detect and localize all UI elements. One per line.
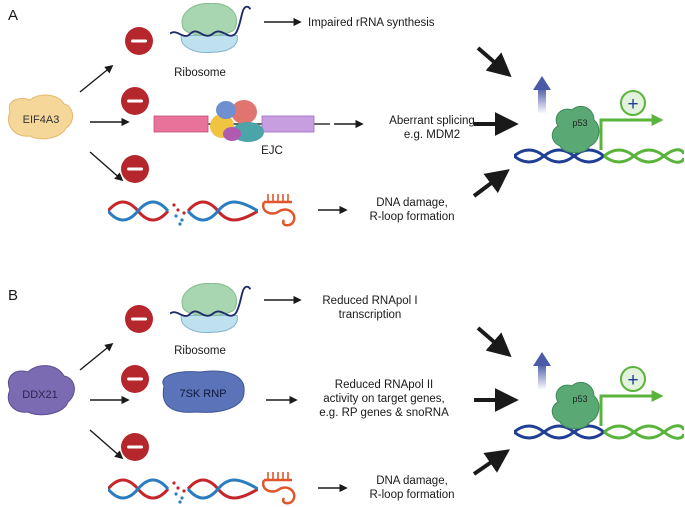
plus-icon bbox=[620, 90, 646, 116]
outcome-rnapol1-1: Reduced RNApol I bbox=[322, 295, 417, 307]
outcome-dna-1b: DNA damage, bbox=[376, 475, 448, 487]
converge-arrow-1a bbox=[476, 46, 512, 78]
promoter-arrow-icon bbox=[599, 390, 664, 426]
arrow-to-dna-a bbox=[89, 151, 124, 182]
arrow-to-dna-b bbox=[89, 429, 124, 460]
outcome-dna-2b: R-loop formation bbox=[369, 489, 454, 501]
plus-icon bbox=[620, 366, 646, 392]
panel-b-letter: B bbox=[8, 287, 18, 304]
7sk-label: 7SK RNP bbox=[179, 388, 226, 400]
ejc-label: EJC bbox=[261, 145, 283, 157]
ddx21-label: DDX21 bbox=[22, 389, 57, 401]
outcome-splicing-1: Aberrant splicing bbox=[389, 115, 475, 127]
arrow-to-ribosome-a bbox=[79, 64, 114, 93]
r-loop-icon bbox=[262, 192, 296, 227]
eif4a3-label: EIF4A3 bbox=[23, 114, 60, 126]
p53-dna-icon bbox=[514, 380, 684, 440]
outcome-rnapol2-2: activity on target genes, bbox=[323, 393, 444, 405]
ribosome-icon bbox=[170, 2, 252, 54]
p53-dna-icon bbox=[514, 104, 684, 164]
outcome-rnapol2-1: Reduced RNApol II bbox=[335, 379, 433, 391]
dna-damage-icon bbox=[108, 478, 258, 504]
inhibit-icon bbox=[121, 365, 149, 393]
converge-arrow-3b bbox=[472, 449, 510, 476]
plus-sign-b: + bbox=[627, 370, 638, 391]
up-arrow-icon bbox=[533, 352, 551, 390]
inhibit-icon bbox=[121, 433, 149, 461]
outcome-rnapol1-2: transcription bbox=[339, 309, 402, 321]
outcome-rnapol2-3: e.g. RP genes & snoRNA bbox=[319, 407, 449, 419]
7sk-rnp-icon bbox=[162, 370, 245, 413]
r-loop-icon bbox=[262, 470, 296, 505]
up-arrow-icon bbox=[533, 76, 551, 114]
plus-sign-a: + bbox=[627, 94, 638, 115]
arrow-to-ribosome-b bbox=[79, 342, 114, 371]
inhibit-icon bbox=[125, 27, 153, 55]
eif4a3-protein bbox=[8, 94, 73, 140]
outcome-dna-2a: R-loop formation bbox=[369, 211, 454, 223]
dna-damage-icon bbox=[108, 200, 258, 226]
outcome-dna-1a: DNA damage, bbox=[376, 197, 448, 209]
ribosome-label-b: Ribosome bbox=[174, 345, 226, 357]
inhibit-icon bbox=[125, 305, 153, 333]
ddx21-protein bbox=[7, 365, 75, 416]
ribosome-icon bbox=[170, 282, 252, 334]
panel-a-letter: A bbox=[8, 7, 18, 24]
outcome-splicing-2: e.g. MDM2 bbox=[404, 129, 460, 141]
inhibit-icon bbox=[121, 87, 149, 115]
outcome-rrna: Impaired rRNA synthesis bbox=[308, 17, 435, 29]
p53-label-a: p53 bbox=[572, 118, 587, 128]
p53-label-b: p53 bbox=[572, 394, 587, 404]
ejc-mrna-icon bbox=[153, 100, 330, 142]
ribosome-label-a: Ribosome bbox=[174, 67, 226, 79]
converge-arrow-1b bbox=[476, 326, 512, 358]
promoter-arrow-icon bbox=[599, 114, 664, 150]
converge-arrow-3a bbox=[472, 169, 510, 198]
inhibit-icon bbox=[121, 155, 149, 183]
